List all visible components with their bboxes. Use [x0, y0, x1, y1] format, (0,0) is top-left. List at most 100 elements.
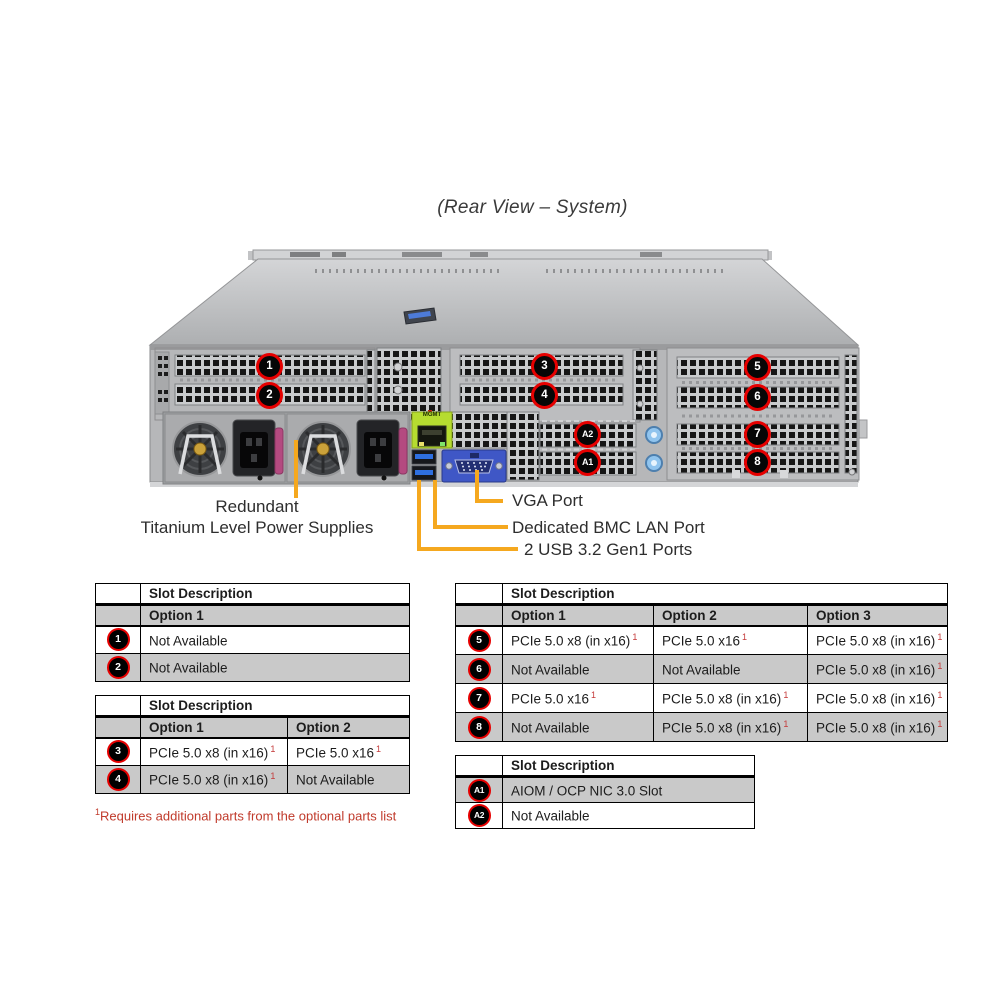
slot-badge-5: 5 [467, 628, 491, 652]
chassis-illustration [148, 249, 868, 551]
callout-badge-5: 5 [744, 354, 771, 381]
slot-desc-cell: Not Available [287, 765, 410, 794]
badge-cell: 7 [455, 683, 503, 713]
slot-badge-3: 3 [106, 740, 130, 764]
option-header: Option 3 [807, 604, 948, 627]
badge-cell: 3 [95, 737, 141, 766]
slot-desc-cell: PCIe 5.0 x8 (in x16)1 [140, 765, 288, 794]
psu-fan-left [172, 421, 228, 477]
badge-cell: 6 [455, 654, 503, 684]
badge-cell: 8 [455, 712, 503, 742]
footnote-text: Requires additional parts from the optio… [100, 808, 397, 824]
badge-cell: 5 [455, 625, 503, 655]
psu-fan-right [295, 421, 351, 477]
slot-desc-cell: PCIe 5.0 x8 (in x16)1 [807, 712, 948, 742]
slot-desc-cell: PCIe 5.0 x8 (in x16)1 [653, 712, 808, 742]
badge-cell [455, 755, 503, 778]
usb-callout-line [417, 480, 518, 551]
badge-cell: 2 [95, 653, 141, 682]
callout-badge-a1: A1 [574, 449, 601, 476]
slot-desc-cell: Not Available [502, 712, 654, 742]
psu-latch-lever [398, 427, 408, 475]
psu-power-inlet-left [232, 419, 284, 481]
badge-cell [95, 716, 141, 739]
diagram-title: (Rear View – System) [437, 197, 628, 218]
left-bracket [154, 351, 170, 415]
slot-desc-cell: PCIe 5.0 x8 (in x16)1 [807, 654, 948, 684]
vga-callout-label: VGA Port [512, 491, 583, 510]
badge-cell [95, 583, 141, 606]
slot-table-a1-a2: Slot Description A1 AIOM / OCP NIC 3.0 S… [455, 755, 755, 829]
chassis-top-label [403, 307, 437, 325]
badge-cell [455, 583, 503, 606]
slot-table-5-8: Slot Description Option 1 Option 2 Optio… [455, 583, 948, 742]
vga-port [441, 449, 507, 483]
usb-callout-label: 2 USB 3.2 Gen1 Ports [524, 540, 693, 559]
slot-badge-2: 2 [106, 656, 130, 679]
slot-desc-cell: AIOM / OCP NIC 3.0 Slot [502, 776, 755, 803]
chassis-lid [148, 258, 860, 346]
badge-cell [455, 604, 503, 627]
option-header: Option 2 [287, 716, 410, 739]
badge-cell [95, 695, 141, 718]
table-header: Slot Description [502, 583, 948, 606]
callout-badge-2: 2 [256, 382, 283, 409]
slot-badge-8: 8 [467, 715, 491, 739]
slot-desc-cell: Not Available [140, 653, 410, 682]
psu-power-inlet-right [356, 419, 408, 481]
psu-callout-line1: Redundant [215, 497, 299, 516]
slot-desc-cell: Not Available [653, 654, 808, 684]
footnote-sup: 1 [95, 807, 101, 817]
slot-badge-6: 6 [467, 657, 491, 681]
badge-cell: A2 [455, 802, 503, 829]
callout-badge-1: 1 [256, 353, 283, 380]
slot-desc-cell: Not Available [140, 625, 410, 654]
option-header: Option 1 [140, 716, 288, 739]
table-header: Slot Description [140, 583, 410, 606]
callout-lines [294, 440, 518, 551]
slot-badge-1: 1 [106, 628, 130, 652]
slot-badge-4: 4 [106, 768, 130, 791]
psu-callout-line2: Titanium Level Power Supplies [140, 518, 374, 537]
badge-cell: 4 [95, 765, 141, 794]
badge-cell: 1 [95, 625, 141, 654]
vent-grilles [366, 347, 858, 481]
slot-badge-a2: A2 [467, 804, 491, 827]
table-header: Slot Description [502, 755, 755, 778]
badge-cell [95, 604, 141, 627]
usb-ports [411, 449, 437, 481]
mgmt-port-label: MGMT [422, 412, 442, 418]
slot-badge-a1: A1 [467, 778, 491, 802]
callout-badge-a2: A2 [574, 421, 601, 448]
option-header: Option 1 [502, 604, 654, 627]
callout-badge-7: 7 [744, 421, 771, 448]
callout-badge-4: 4 [531, 382, 558, 409]
callout-badge-6: 6 [744, 384, 771, 411]
slot-table-1-2: Slot Description Option 1 1 Not Availabl… [95, 583, 410, 682]
bmc-callout-line [433, 480, 508, 529]
table-header: Slot Description [140, 695, 410, 718]
slot-badge-7: 7 [467, 686, 491, 710]
slot-desc-cell: PCIe 5.0 x8 (in x16)1 [807, 683, 948, 713]
option-header: Option 2 [653, 604, 808, 627]
slot-desc-cell: PCIe 5.0 x8 (in x16)1 [502, 625, 654, 655]
bmc-callout-label: Dedicated BMC LAN Port [512, 518, 705, 537]
slot-desc-cell: PCIe 5.0 x8 (in x16)1 [807, 625, 948, 655]
badge-cell: A1 [455, 776, 503, 803]
vga-callout-line [475, 470, 503, 503]
psu-latch-lever [274, 427, 284, 475]
callout-badge-8: 8 [744, 449, 771, 476]
slot-desc-cell: Not Available [502, 654, 654, 684]
callout-badge-3: 3 [531, 353, 558, 380]
bmc-lan-port [411, 411, 453, 449]
psu-callout-label: Redundant Titanium Level Power Supplies [97, 496, 417, 538]
slot-desc-cell: PCIe 5.0 x8 (in x16)1 [140, 737, 288, 766]
slot-desc-cell: Not Available [502, 802, 755, 829]
psu-bay [162, 411, 411, 485]
option-header: Option 1 [140, 604, 410, 627]
slot-table-3-4: Slot Description Option 1 Option 2 3 PCI… [95, 695, 410, 794]
